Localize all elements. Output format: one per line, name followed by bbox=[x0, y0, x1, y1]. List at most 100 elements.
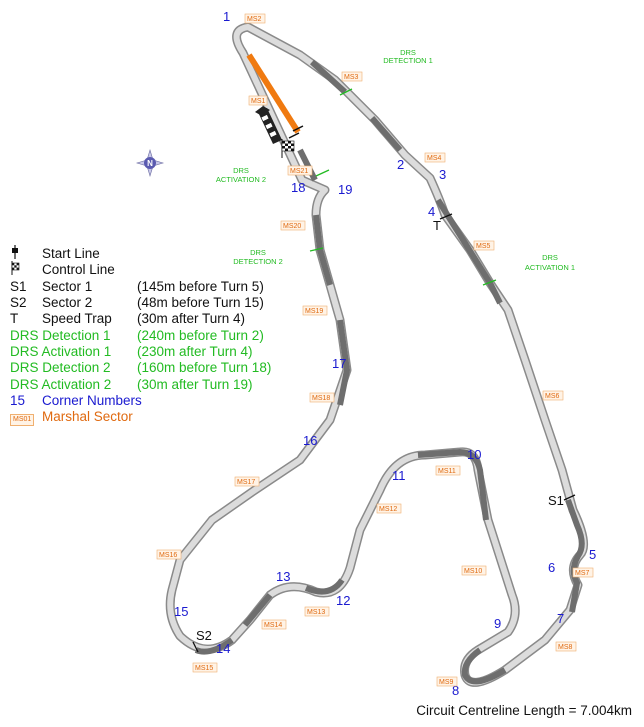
compass-icon: N bbox=[135, 148, 165, 178]
marshal-sector-label: MS2 bbox=[244, 13, 266, 24]
legend-detail: (30m after Turn 4) bbox=[137, 311, 246, 327]
marshal-sector-label: MS13 bbox=[304, 606, 330, 617]
legend-row-drs-activation-1: DRS Activation 1 (230m after Turn 4) bbox=[10, 344, 340, 360]
marshal-sector-label: MS16 bbox=[156, 549, 182, 560]
marshal-sector-label: MS21 bbox=[287, 165, 313, 176]
svg-text:MS8: MS8 bbox=[558, 644, 573, 651]
svg-text:MS2: MS2 bbox=[247, 16, 262, 23]
svg-text:MS3: MS3 bbox=[344, 74, 359, 81]
svg-text:MS7: MS7 bbox=[575, 570, 590, 577]
legend-name: DRS Detection 2 bbox=[10, 360, 111, 376]
drs-activation-2-label: DRS ACTIVATION 2 bbox=[216, 166, 266, 184]
turn-number: 19 bbox=[338, 182, 352, 197]
svg-text:MS5: MS5 bbox=[476, 243, 491, 250]
marshal-sector-label: MS3 bbox=[341, 71, 363, 82]
svg-text:MS12: MS12 bbox=[379, 506, 397, 513]
svg-text:MS10: MS10 bbox=[464, 568, 482, 575]
turn-number: 16 bbox=[303, 433, 317, 448]
marshal-sector-label: MS8 bbox=[555, 641, 577, 652]
drs-detection-1-label: DRS DETECTION 1 bbox=[383, 48, 433, 65]
svg-text:MS4: MS4 bbox=[427, 155, 442, 162]
turn-number: 5 bbox=[589, 547, 596, 562]
marshal-sector-label: MS19 bbox=[302, 305, 328, 316]
legend-name: Sector 2 bbox=[42, 295, 93, 311]
svg-text:DETECTION 1: DETECTION 1 bbox=[383, 56, 433, 65]
marshal-sector-label: MS9 bbox=[436, 676, 458, 687]
track-dark-segments bbox=[194, 59, 585, 685]
legend-key: 15 bbox=[10, 392, 26, 408]
legend-row-control-line: Control Line bbox=[10, 261, 340, 279]
turn-number: 4 bbox=[428, 204, 435, 219]
legend-row-speed-trap: T Speed Trap (30m after Turn 4) bbox=[10, 311, 340, 327]
svg-text:DRS: DRS bbox=[400, 48, 416, 57]
marshal-sector-label: MS6 bbox=[542, 390, 564, 401]
legend-name: DRS Activation 2 bbox=[10, 376, 112, 392]
track-surface bbox=[167, 24, 587, 686]
turn-number: 10 bbox=[467, 447, 481, 462]
marshal-sector-label: MS4 bbox=[424, 152, 446, 163]
svg-text:DRS: DRS bbox=[542, 253, 558, 262]
chequered-flag-icon bbox=[281, 139, 295, 158]
marshal-sector-label: MS10 bbox=[461, 565, 487, 576]
circuit-length: Circuit Centreline Length = 7.004km bbox=[416, 703, 632, 718]
legend-row-drs-detection-1: DRS Detection 1 (240m before Turn 2) bbox=[10, 327, 340, 343]
marshal-sector-label: MS5 bbox=[473, 240, 495, 251]
svg-text:MS20: MS20 bbox=[283, 223, 301, 230]
legend-row-drs-activation-2: DRS Activation 2 (30m after Turn 19) bbox=[10, 376, 340, 392]
legend-detail: (160m before Turn 18) bbox=[137, 360, 272, 376]
start-line-marker bbox=[292, 125, 304, 132]
svg-text:ACTIVATION 2: ACTIVATION 2 bbox=[216, 175, 266, 184]
turn-number: 13 bbox=[276, 569, 290, 584]
legend-name: Control Line bbox=[42, 262, 115, 278]
legend-name: Corner Numbers bbox=[42, 392, 142, 408]
legend: Start Line Control Line S1 Sector 1 (145… bbox=[10, 245, 340, 426]
svg-text:DRS: DRS bbox=[250, 248, 266, 257]
turn-number: 2 bbox=[397, 157, 404, 172]
svg-text:ACTIVATION 1: ACTIVATION 1 bbox=[525, 263, 575, 272]
svg-text:MS1: MS1 bbox=[251, 98, 266, 105]
drs-activation-1-label: DRS ACTIVATION 1 bbox=[525, 253, 575, 272]
marshal-sector-label: MS7 bbox=[572, 567, 594, 578]
sector-2-line bbox=[192, 641, 199, 653]
marshal-sectors: MS1 MS2 MS3 MS4 MS5 MS6 MS7 MS8 MS9 MS10… bbox=[156, 13, 594, 687]
marshal-sector-label: MS14 bbox=[261, 619, 287, 630]
pit-straight bbox=[246, 53, 301, 134]
turn-number: 15 bbox=[174, 604, 188, 619]
turn-number: 9 bbox=[494, 616, 501, 631]
control-line-icon bbox=[10, 261, 42, 279]
speed-trap-label: T bbox=[433, 218, 441, 233]
svg-text:DETECTION 2: DETECTION 2 bbox=[233, 257, 283, 266]
legend-key: S1 bbox=[10, 278, 27, 294]
legend-detail: (30m after Turn 19) bbox=[137, 376, 253, 392]
legend-detail: (240m before Turn 2) bbox=[137, 327, 264, 343]
legend-name: DRS Activation 1 bbox=[10, 343, 112, 359]
svg-text:MS16: MS16 bbox=[159, 552, 177, 559]
speed-trap-line bbox=[439, 213, 453, 220]
turn-number: 14 bbox=[216, 641, 230, 656]
svg-text:MS14: MS14 bbox=[264, 622, 282, 629]
turn-numbers: 1 2 3 4 5 6 7 8 9 10 11 12 13 14 15 16 1… bbox=[174, 9, 596, 698]
turn-number: 17 bbox=[332, 356, 346, 371]
sector-1-line bbox=[563, 494, 576, 501]
turn-number: 1 bbox=[223, 9, 230, 24]
legend-row-drs-detection-2: DRS Detection 2 (160m before Turn 18) bbox=[10, 360, 340, 376]
legend-name: Marshal Sector bbox=[42, 409, 133, 425]
legend-row-sector-2: S2 Sector 2 (48m before Turn 15) bbox=[10, 295, 340, 311]
compass-label: N bbox=[147, 159, 153, 168]
svg-text:MS13: MS13 bbox=[307, 609, 325, 616]
legend-name: Speed Trap bbox=[42, 311, 112, 327]
marshal-sector-label: MS11 bbox=[435, 465, 461, 476]
marshal-sector-label: MS18 bbox=[309, 392, 335, 403]
legend-detail: (145m before Turn 5) bbox=[137, 278, 264, 294]
drs-markers bbox=[309, 88, 497, 286]
marshal-sector-label: MS20 bbox=[280, 220, 306, 231]
turn-number: 12 bbox=[336, 593, 350, 608]
turn-number: 8 bbox=[452, 683, 459, 698]
svg-text:MS19: MS19 bbox=[305, 308, 323, 315]
marshal-sector-label: MS15 bbox=[192, 662, 218, 673]
marshal-sector-label: MS12 bbox=[376, 503, 402, 514]
legend-row-sector-1: S1 Sector 1 (145m before Turn 5) bbox=[10, 279, 340, 295]
legend-name: Start Line bbox=[42, 246, 100, 262]
marshal-sector-label: MS1 bbox=[248, 95, 268, 106]
